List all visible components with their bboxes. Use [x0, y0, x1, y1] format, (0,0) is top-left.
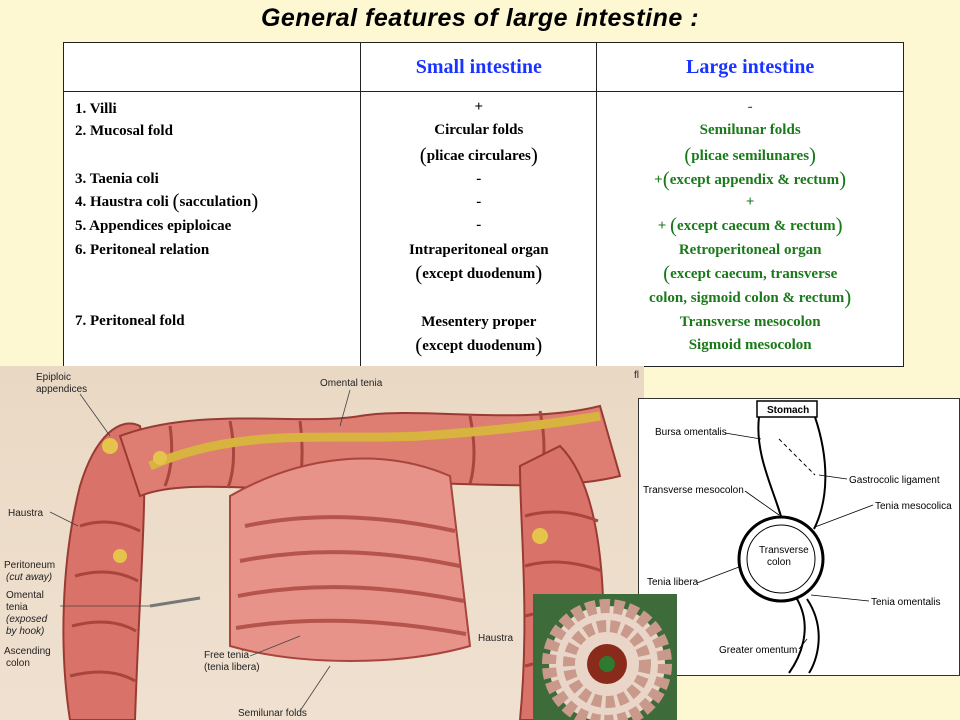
transverse-colon-diagram: Stomach Bursa omentalis Gastrocolic liga… [638, 398, 960, 676]
small-haustra: - [476, 194, 482, 210]
label-transverse-mesocolon: Transverse mesocolon [643, 485, 744, 496]
large-appendices: + (except caecum & rectum) [657, 213, 843, 237]
features-table: Small intestine Large intestine 1. Villi… [62, 42, 904, 367]
label-cut-away: (cut away) [6, 572, 52, 583]
label-by-hook: by hook) [6, 626, 44, 637]
header-large-intestine: Large intestine [596, 42, 904, 92]
feature-mucosal-fold: 2. Mucosal fold [75, 123, 173, 139]
label-omental-tenia: Omental tenia [320, 378, 383, 389]
header-blank [62, 42, 362, 92]
small-appendices: - [476, 217, 482, 233]
header-small-intestine: Small intestine [360, 42, 598, 92]
feature-taenia-coli: 3. Taenia coli [75, 171, 159, 187]
large-mucosal-fold: Semilunar folds [699, 122, 801, 138]
page-title: General features of large intestine : [260, 4, 700, 32]
label-tenia-omentalis: Tenia omentalis [871, 597, 940, 608]
label-omental: Omental [6, 590, 44, 601]
label-free-tenia: Free tenia [204, 650, 249, 661]
large-taenia: +(except appendix & rectum) [654, 167, 847, 191]
large-peritoneal-relation-note-1: (except caecum, transverse [663, 261, 838, 285]
table-header-row: Small intestine Large intestine [62, 42, 904, 92]
small-peritoneal-fold-note: (except duodenum) [415, 333, 543, 357]
large-villi: - [747, 99, 753, 115]
small-intestine-cell: + Circular folds (plicae circulares) - -… [360, 91, 598, 367]
small-peritoneal-relation: Intraperitoneal organ [409, 242, 549, 258]
large-haustra: + [745, 194, 755, 210]
label-ascending: Ascending [4, 646, 51, 657]
transverse-colon-drawing: Stomach Bursa omentalis Gastrocolic liga… [643, 400, 952, 674]
large-peritoneal-fold-1: Transverse mesocolon [679, 314, 821, 330]
label-transverse: Transverse [759, 545, 809, 556]
label-tenia-mesocolica: Tenia mesocolica [875, 501, 952, 512]
label-bursa-omentalis: Bursa omentalis [655, 427, 727, 438]
small-mucosal-fold: Circular folds [434, 122, 524, 138]
label-tenia: tenia [6, 602, 28, 613]
feature-peritoneal-fold: 7. Peritoneal fold [75, 313, 185, 329]
label-greater-omentum: Greater omentum [719, 645, 797, 656]
small-peritoneal-relation-note: (except duodenum) [415, 261, 543, 285]
feature-peritoneal-relation: 6. Peritoneal relation [75, 242, 210, 258]
label-peritoneum: Peritoneum [4, 560, 55, 571]
sausage-ring-drawing [533, 594, 677, 720]
large-peritoneal-fold-2: Sigmoid mesocolon [688, 337, 812, 353]
sausage-ring-photo [533, 594, 677, 720]
label-haustra-left: Haustra [8, 508, 43, 519]
label-semilunar-folds: Semilunar folds [238, 708, 307, 719]
label-tenia-libera-diagram: Tenia libera [647, 577, 699, 588]
small-mucosal-fold-latin: (plicae circulares) [419, 143, 538, 167]
label-haustra-bottom: Haustra [478, 633, 513, 644]
feature-haustra-coli: 4. Haustra coli (sacculation) [75, 189, 259, 213]
small-taenia: - [476, 171, 482, 187]
small-villi: + [474, 99, 484, 115]
features-cell: 1. Villi 2. Mucosal fold 3. Taenia coli … [62, 91, 362, 367]
label-appendices: appendices [36, 384, 87, 395]
feature-appendices-epiploicae: 5. Appendices epiploicae [75, 218, 232, 234]
label-exposed: (exposed [6, 614, 48, 625]
large-peritoneal-relation-note-2: colon, sigmoid colon & rectum) [649, 285, 852, 309]
large-peritoneal-relation: Retroperitoneal organ [678, 242, 822, 258]
table-body-row: 1. Villi 2. Mucosal fold 3. Taenia coli … [62, 91, 904, 367]
label-epiploic: Epiploic [36, 372, 71, 383]
label-gastrocolic-ligament: Gastrocolic ligament [849, 475, 940, 486]
small-peritoneal-fold: Mesentery proper [421, 314, 537, 330]
label-colon: colon [6, 658, 30, 669]
feature-villi: 1. Villi [75, 101, 117, 117]
label-tenia-libera: (tenia libera) [204, 662, 260, 673]
label-fl: fl [634, 370, 639, 381]
large-mucosal-fold-latin: (plicae semilunares) [684, 143, 817, 167]
large-intestine-cell: - Semilunar folds (plicae semilunares) +… [596, 91, 904, 367]
label-colon-diagram: colon [767, 557, 791, 568]
label-stomach: Stomach [767, 405, 809, 416]
